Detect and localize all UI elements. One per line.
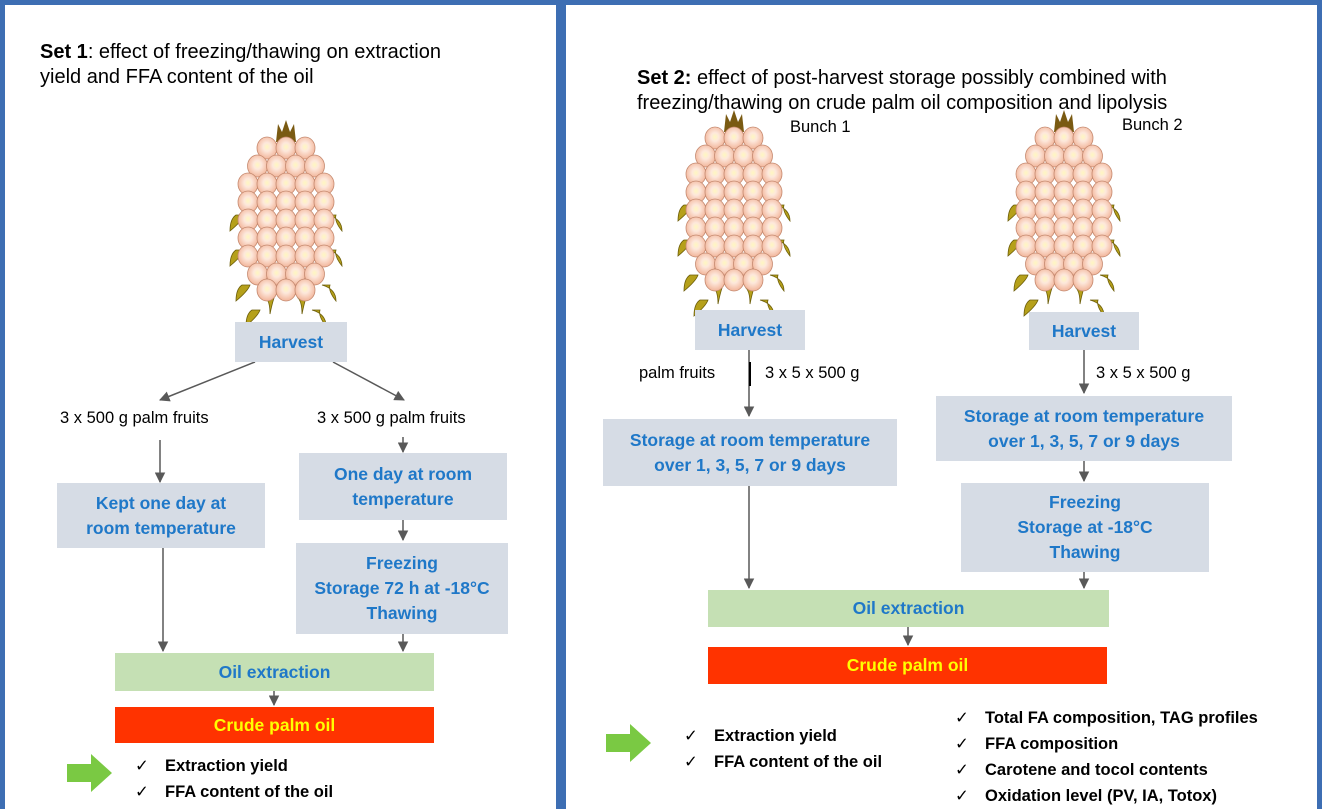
- set1-one-day-room-temp-box: One day at room temperature: [299, 453, 507, 520]
- set2-output-item: ✓Total FA composition, TAG profiles: [955, 705, 1258, 731]
- set2-crude-palm-oil-box: Crude palm oil: [708, 647, 1107, 684]
- set2-palm-fruits-label: palm fruits: [639, 364, 716, 382]
- check-icon: ✓: [684, 753, 698, 771]
- bunch1-label: Bunch 1: [790, 118, 851, 136]
- set2-quantity-label-2: 3 x 5 x 500 g: [1096, 364, 1191, 382]
- set2-title-line2: freezing/thawing on crude palm oil compo…: [637, 92, 1168, 114]
- set2-outputs-right-list: ✓Total FA composition, TAG profiles ✓FFA…: [955, 705, 1258, 809]
- set2-output-item: ✓Oxidation level (PV, IA, Totox): [955, 783, 1258, 809]
- bunch2-label: Bunch 2: [1122, 116, 1183, 134]
- set2-title-bold: Set 2:: [637, 67, 692, 89]
- set2-output-item: ✓FFA content of the oil: [684, 749, 882, 775]
- set1-output-item: ✓FFA content of the oil: [135, 779, 333, 805]
- check-icon: ✓: [955, 735, 969, 753]
- set2-quantity-label-1: 3 x 5 x 500 g: [765, 364, 860, 382]
- check-icon: ✓: [955, 787, 969, 805]
- set1-right-quantity-label: 3 x 500 g palm fruits: [317, 409, 466, 427]
- set1-outputs-list: ✓Extraction yield ✓FFA content of the oi…: [135, 753, 333, 805]
- set2-freezing-box: Freezing Storage at -18°C Thawing: [961, 483, 1209, 572]
- set1-freezing-box: Freezing Storage 72 h at -18°C Thawing: [296, 543, 508, 634]
- set1-left-quantity-label: 3 x 500 g palm fruits: [60, 409, 209, 427]
- set2-title: Set 2: effect of post-harvest storage po…: [637, 66, 1167, 116]
- check-icon: ✓: [955, 709, 969, 727]
- set1-kept-room-temp-box: Kept one day at room temperature: [57, 483, 265, 548]
- set1-title-bold: Set 1: [40, 41, 88, 63]
- set2-output-item: ✓Extraction yield: [684, 723, 882, 749]
- set1-crude-palm-oil-box: Crude palm oil: [115, 707, 434, 743]
- set2-storage-box-1: Storage at room temperature over 1, 3, 5…: [603, 419, 897, 486]
- set2-oil-extraction-box: Oil extraction: [708, 590, 1109, 627]
- set1-title: Set 1: effect of freezing/thawing on ext…: [40, 40, 441, 90]
- set2-output-item: ✓FFA composition: [955, 731, 1258, 757]
- set2-harvest-box-2: Harvest: [1029, 312, 1139, 350]
- check-icon: ✓: [955, 761, 969, 779]
- set1-title-rest: : effect of freezing/thawing on extracti…: [87, 41, 441, 63]
- check-icon: ✓: [684, 727, 698, 745]
- set2-output-item: ✓Carotene and tocol contents: [955, 757, 1258, 783]
- set2-storage-box-2: Storage at room temperature over 1, 3, 5…: [936, 396, 1232, 461]
- set1-oil-extraction-box: Oil extraction: [115, 653, 434, 691]
- set2-harvest-box-1: Harvest: [695, 310, 805, 350]
- check-icon: ✓: [135, 757, 149, 775]
- check-icon: ✓: [135, 783, 149, 801]
- set2-outputs-left-list: ✓Extraction yield ✓FFA content of the oi…: [684, 723, 882, 775]
- set1-output-item: ✓Extraction yield: [135, 753, 333, 779]
- set2-label-separator: [749, 362, 751, 386]
- set2-title-rest: effect of post-harvest storage possibly …: [691, 67, 1167, 89]
- set1-harvest-box: Harvest: [235, 322, 347, 362]
- set1-title-line2: yield and FFA content of the oil: [40, 66, 314, 88]
